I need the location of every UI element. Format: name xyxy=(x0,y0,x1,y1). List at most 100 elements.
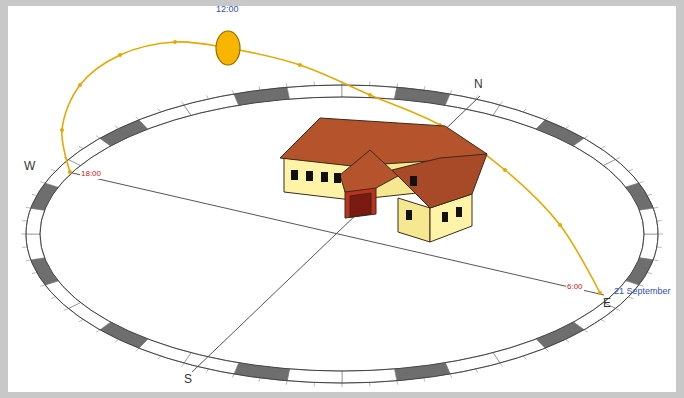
ring-tick xyxy=(51,297,56,299)
ring-tick xyxy=(79,146,83,148)
ring-tick xyxy=(32,194,37,195)
ring-tick xyxy=(523,109,526,112)
time-label: 6:00 xyxy=(566,283,584,292)
ring-tick xyxy=(657,246,662,247)
ring-tick xyxy=(476,369,478,373)
window xyxy=(456,207,462,217)
ring-segment xyxy=(445,353,500,374)
sun-path-curve xyxy=(62,42,600,293)
ring-tick xyxy=(639,182,644,183)
ring-tick xyxy=(32,273,37,274)
ring-tick xyxy=(22,220,27,221)
ring-tick xyxy=(136,348,139,351)
ring-tick xyxy=(628,169,633,171)
window xyxy=(291,170,298,180)
ring-tick xyxy=(500,101,503,104)
ring-tick xyxy=(424,378,425,382)
sun-path-dot xyxy=(118,53,122,57)
ring-tick xyxy=(232,90,234,94)
ring-tick xyxy=(616,158,620,160)
sun-path-dot xyxy=(368,93,372,97)
ring-tick xyxy=(21,234,26,235)
ring-tick xyxy=(26,207,31,209)
sun-path-dot xyxy=(173,40,177,44)
sun xyxy=(216,31,240,65)
sun-path-dot xyxy=(503,168,507,172)
ring-segment xyxy=(445,94,500,115)
ring-tick xyxy=(657,220,662,221)
sun-path-dot xyxy=(78,83,82,87)
ring-tick xyxy=(369,82,370,86)
ring-tick xyxy=(40,182,45,183)
window xyxy=(406,210,412,220)
ring-tick xyxy=(369,382,370,386)
window xyxy=(442,212,448,222)
ring-tick xyxy=(584,136,588,139)
date-label: 21 September xyxy=(614,287,671,297)
ring-tick xyxy=(182,101,185,104)
ring-tick xyxy=(259,378,260,382)
sun-path xyxy=(60,40,602,295)
compass-point: N xyxy=(474,78,483,91)
ring-tick xyxy=(259,86,260,90)
ring-segment xyxy=(184,353,239,374)
ring-tick xyxy=(450,374,452,378)
ring-tick xyxy=(658,234,663,235)
ring-segment xyxy=(68,303,110,330)
ring-tick xyxy=(342,383,343,387)
ring-outline xyxy=(40,97,644,371)
ring-segment xyxy=(31,258,58,285)
ring-tick xyxy=(96,136,100,139)
ring-tick xyxy=(64,309,68,311)
ring-tick xyxy=(182,363,185,366)
ring-segment xyxy=(100,120,148,146)
ring-tick xyxy=(158,356,161,359)
house xyxy=(280,118,487,242)
ring-tick xyxy=(653,207,658,209)
ring-segment xyxy=(31,183,58,210)
ring-tick xyxy=(158,109,161,112)
ring-tick xyxy=(22,246,27,247)
ring-tick xyxy=(115,126,119,129)
ring-segment xyxy=(626,258,653,285)
ring-segment xyxy=(536,120,584,146)
ring-tick xyxy=(653,259,658,261)
ring-tick xyxy=(314,382,315,386)
sun-path-dot xyxy=(598,291,602,295)
ring-tick xyxy=(136,117,139,120)
ring-tick xyxy=(40,285,45,286)
ring-tick xyxy=(115,339,119,342)
porch-roof xyxy=(340,150,398,192)
window xyxy=(306,171,313,181)
ring-tick xyxy=(51,169,56,171)
sun-path-dot xyxy=(558,223,562,227)
ring-tick xyxy=(647,273,652,274)
ring-segment xyxy=(573,138,615,165)
ring-segment xyxy=(626,183,653,210)
ring-tick xyxy=(286,83,288,87)
ring-tick xyxy=(601,319,605,321)
porch-door xyxy=(350,193,371,217)
sun-path-dot xyxy=(68,170,72,174)
ring-tick xyxy=(584,330,588,333)
ring-tick xyxy=(314,82,315,86)
ring-tick xyxy=(206,95,208,99)
wing-wall xyxy=(398,198,430,242)
ring-segment xyxy=(68,138,110,165)
ring-segment xyxy=(184,94,239,115)
window xyxy=(321,172,328,182)
ring-tick xyxy=(286,381,288,385)
ring-tick xyxy=(647,194,652,195)
wing-roof xyxy=(392,154,487,208)
ring-tick xyxy=(601,146,605,148)
ring-tick xyxy=(424,86,425,90)
ring-tick xyxy=(616,309,620,311)
sun-path-dot xyxy=(298,63,302,67)
ring-tick xyxy=(545,117,548,120)
ring-tick xyxy=(523,356,526,359)
ring-tick xyxy=(396,83,398,87)
ring-segment xyxy=(100,322,148,348)
ring-tick xyxy=(628,297,633,299)
compass-point: E xyxy=(603,297,611,310)
time-label: 12:00 xyxy=(216,5,239,15)
